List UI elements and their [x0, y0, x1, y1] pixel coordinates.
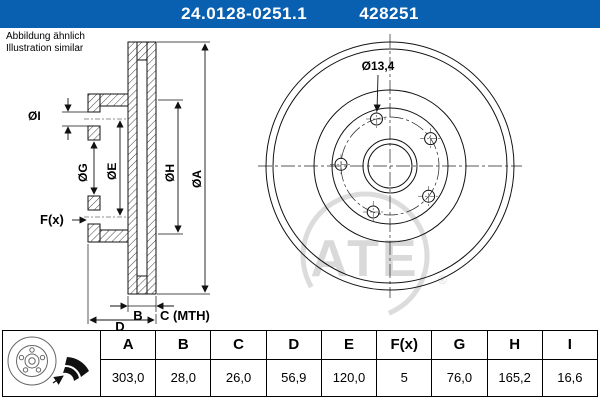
watermark-reg-mark: ®: [438, 273, 447, 287]
icon-graphics: [7, 336, 89, 386]
col-header-d: D: [265, 330, 322, 360]
flange-segment: [87, 195, 101, 211]
technical-drawing: ATE ® ØA ØH ØE ØG: [28, 34, 522, 332]
col-header-c: C: [210, 330, 267, 360]
value-c: 26,0: [210, 358, 267, 398]
outer-diameter-circle: [265, 41, 515, 291]
hat-circle: [331, 107, 449, 225]
value-e: 120,0: [320, 358, 378, 398]
flange-segment: [87, 125, 101, 141]
hat-wall-top: [99, 93, 129, 107]
table-icon-cell: [2, 330, 101, 397]
value-i: 16,6: [541, 358, 599, 398]
col-header-h: H: [486, 330, 543, 360]
value-f: 5: [376, 358, 433, 398]
value-a: 303,0: [99, 358, 157, 398]
bolt-circle: [340, 116, 440, 216]
flange-segment: [87, 223, 101, 243]
dim-label-d: D: [115, 319, 124, 332]
value-d: 56,9: [265, 358, 322, 398]
watermark-text: ATE: [310, 230, 419, 288]
col-header-i: I: [541, 330, 599, 360]
hub-pilot-circle: [362, 138, 418, 194]
dim-label-bolt-hole: Ø13,4: [362, 59, 395, 73]
disc-icon: [7, 336, 56, 386]
dim-label-f: F(x): [40, 212, 64, 227]
col-header-a: A: [99, 330, 157, 360]
note-line-en: Illustration similar: [6, 43, 84, 54]
part-number: 24.0128-0251.1: [181, 4, 308, 23]
dim-label-dia-g: ØG: [76, 163, 90, 182]
header-bar: 24.0128-0251.1 428251: [0, 0, 600, 28]
brake-pad-icon: [52, 357, 89, 385]
center-bore-circle: [367, 143, 413, 189]
friction-inner-circle: [313, 89, 467, 243]
dim-label-dia-h: ØH: [163, 164, 177, 182]
outer-chamfer-circle: [272, 48, 508, 284]
dim-label-b: B: [133, 308, 142, 323]
dim-label-dia-a: ØA: [190, 170, 204, 188]
friction-plate-inner: [146, 41, 157, 295]
ate-watermark: ATE ®: [300, 191, 447, 321]
col-header-e: E: [320, 330, 378, 360]
dim-label-c: C (MTH): [160, 308, 210, 323]
col-header-g: G: [431, 330, 488, 360]
dim-label-dia-e: ØE: [105, 163, 119, 180]
dimension-table: A B C D E F(x) G H I 303,0 28,0 26,0 56,…: [2, 330, 599, 398]
watermark-swoosh: [300, 191, 430, 321]
value-g: 76,0: [431, 358, 488, 398]
value-h: 165,2: [486, 358, 543, 398]
col-header-f: F(x): [376, 330, 433, 360]
cross-section-view: ØA ØH ØE ØG ØI F(x) B C (MTH): [28, 41, 210, 332]
table-value-row: 303,0 28,0 26,0 56,9 120,0 5 76,0 165,2 …: [3, 358, 599, 398]
front-view: Ø13,4: [258, 34, 522, 298]
bolt-holes: [330, 108, 441, 223]
vent-vane-top: [136, 41, 148, 61]
col-header-b: B: [155, 330, 212, 360]
vent-vane-bottom: [136, 275, 148, 295]
note-line-de: Abbildung ähnlich: [6, 31, 85, 42]
friction-plate-outer: [127, 41, 138, 295]
dim-label-dia-i: ØI: [28, 109, 41, 123]
reference-number: 428251: [359, 4, 419, 23]
similarity-note: Abbildung ähnlich Illustration similar: [6, 31, 85, 55]
hat-wall-bottom: [99, 229, 129, 243]
table-header-row: A B C D E F(x) G H I: [2, 330, 599, 397]
value-b: 28,0: [155, 358, 212, 398]
flange-segment: [87, 93, 101, 113]
